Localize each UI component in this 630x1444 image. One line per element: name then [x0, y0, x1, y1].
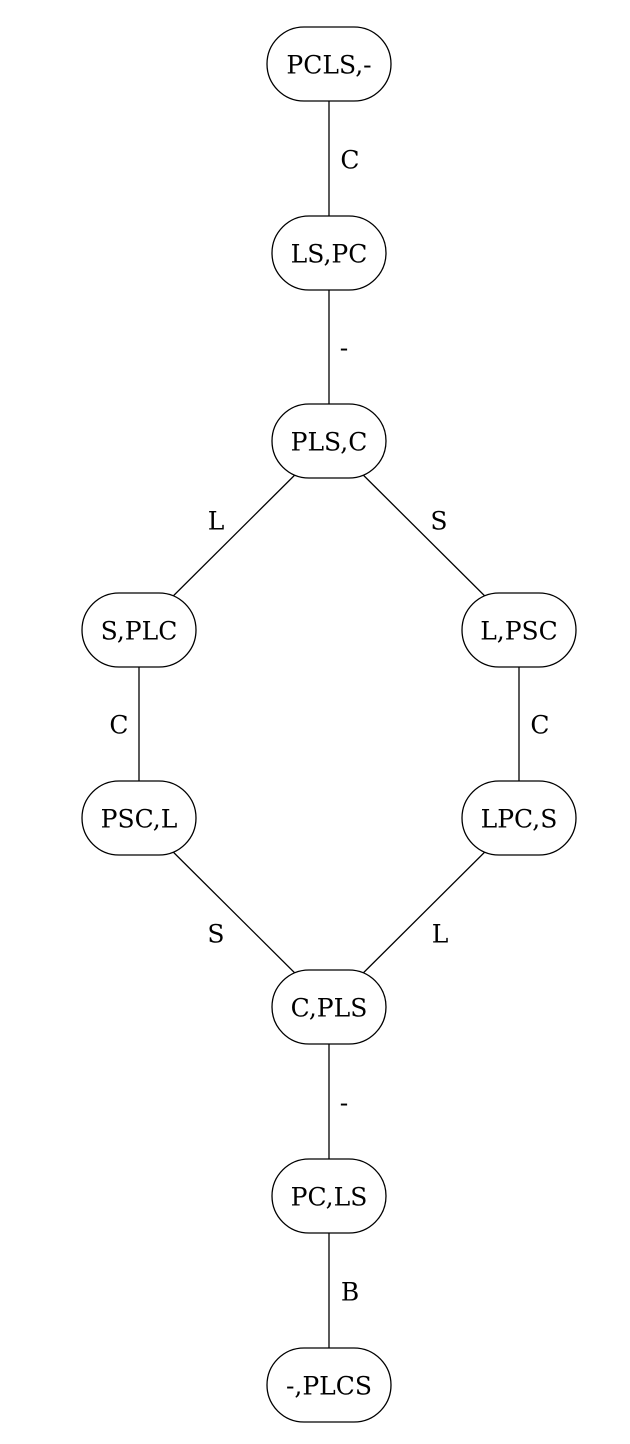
edge-label: C	[530, 711, 549, 740]
state-node-label: -,PLCS	[286, 1372, 372, 1401]
state-node: S,PLC	[81, 592, 197, 668]
edge-label: L	[208, 507, 225, 536]
edge-label: C	[340, 146, 359, 175]
state-node: C,PLS	[271, 969, 387, 1045]
state-node-box	[271, 403, 387, 479]
state-node-label: C,PLS	[291, 994, 368, 1023]
state-node-box	[271, 1158, 387, 1234]
state-node: LS,PC	[271, 215, 387, 291]
edge-labels-layer: C - L S C C S L - B	[109, 146, 549, 1307]
state-node-box	[81, 592, 197, 668]
state-node: PC,LS	[271, 1158, 387, 1234]
state-node: L,PSC	[461, 592, 577, 668]
nodes-layer: PCLS,- LS,PC PLS,C S,PLC L,PSC PSC,L LPC,S C,PL…	[81, 26, 577, 1423]
state-node-box	[271, 969, 387, 1045]
state-node-box	[81, 780, 197, 856]
edge-label: S	[430, 507, 447, 536]
state-node: LPC,S	[461, 780, 577, 856]
edge-label: C	[109, 711, 128, 740]
state-node-label: LPC,S	[481, 805, 558, 834]
state-node: -,PLCS	[266, 1347, 392, 1423]
state-node-label: LS,PC	[291, 240, 368, 269]
state-node-label: PLS,C	[291, 428, 368, 457]
edge-label: -	[340, 1089, 348, 1118]
state-node-label: PC,LS	[291, 1183, 368, 1212]
state-node-box	[461, 592, 577, 668]
state-node-box	[461, 780, 577, 856]
state-node: PLS,C	[271, 403, 387, 479]
state-node: PSC,L	[81, 780, 197, 856]
edge-label: S	[207, 920, 224, 949]
state-node-label: PCLS,-	[286, 51, 371, 80]
state-node: PCLS,-	[266, 26, 392, 102]
edge-label: B	[341, 1278, 359, 1307]
state-node-label: S,PLC	[101, 617, 178, 646]
edge-label: L	[432, 920, 449, 949]
state-node-box	[266, 1347, 392, 1423]
state-node-label: L,PSC	[480, 617, 558, 646]
edge-label: -	[340, 334, 348, 363]
state-node-label: PSC,L	[101, 805, 178, 834]
state-node-box	[266, 26, 392, 102]
state-node-box	[271, 215, 387, 291]
